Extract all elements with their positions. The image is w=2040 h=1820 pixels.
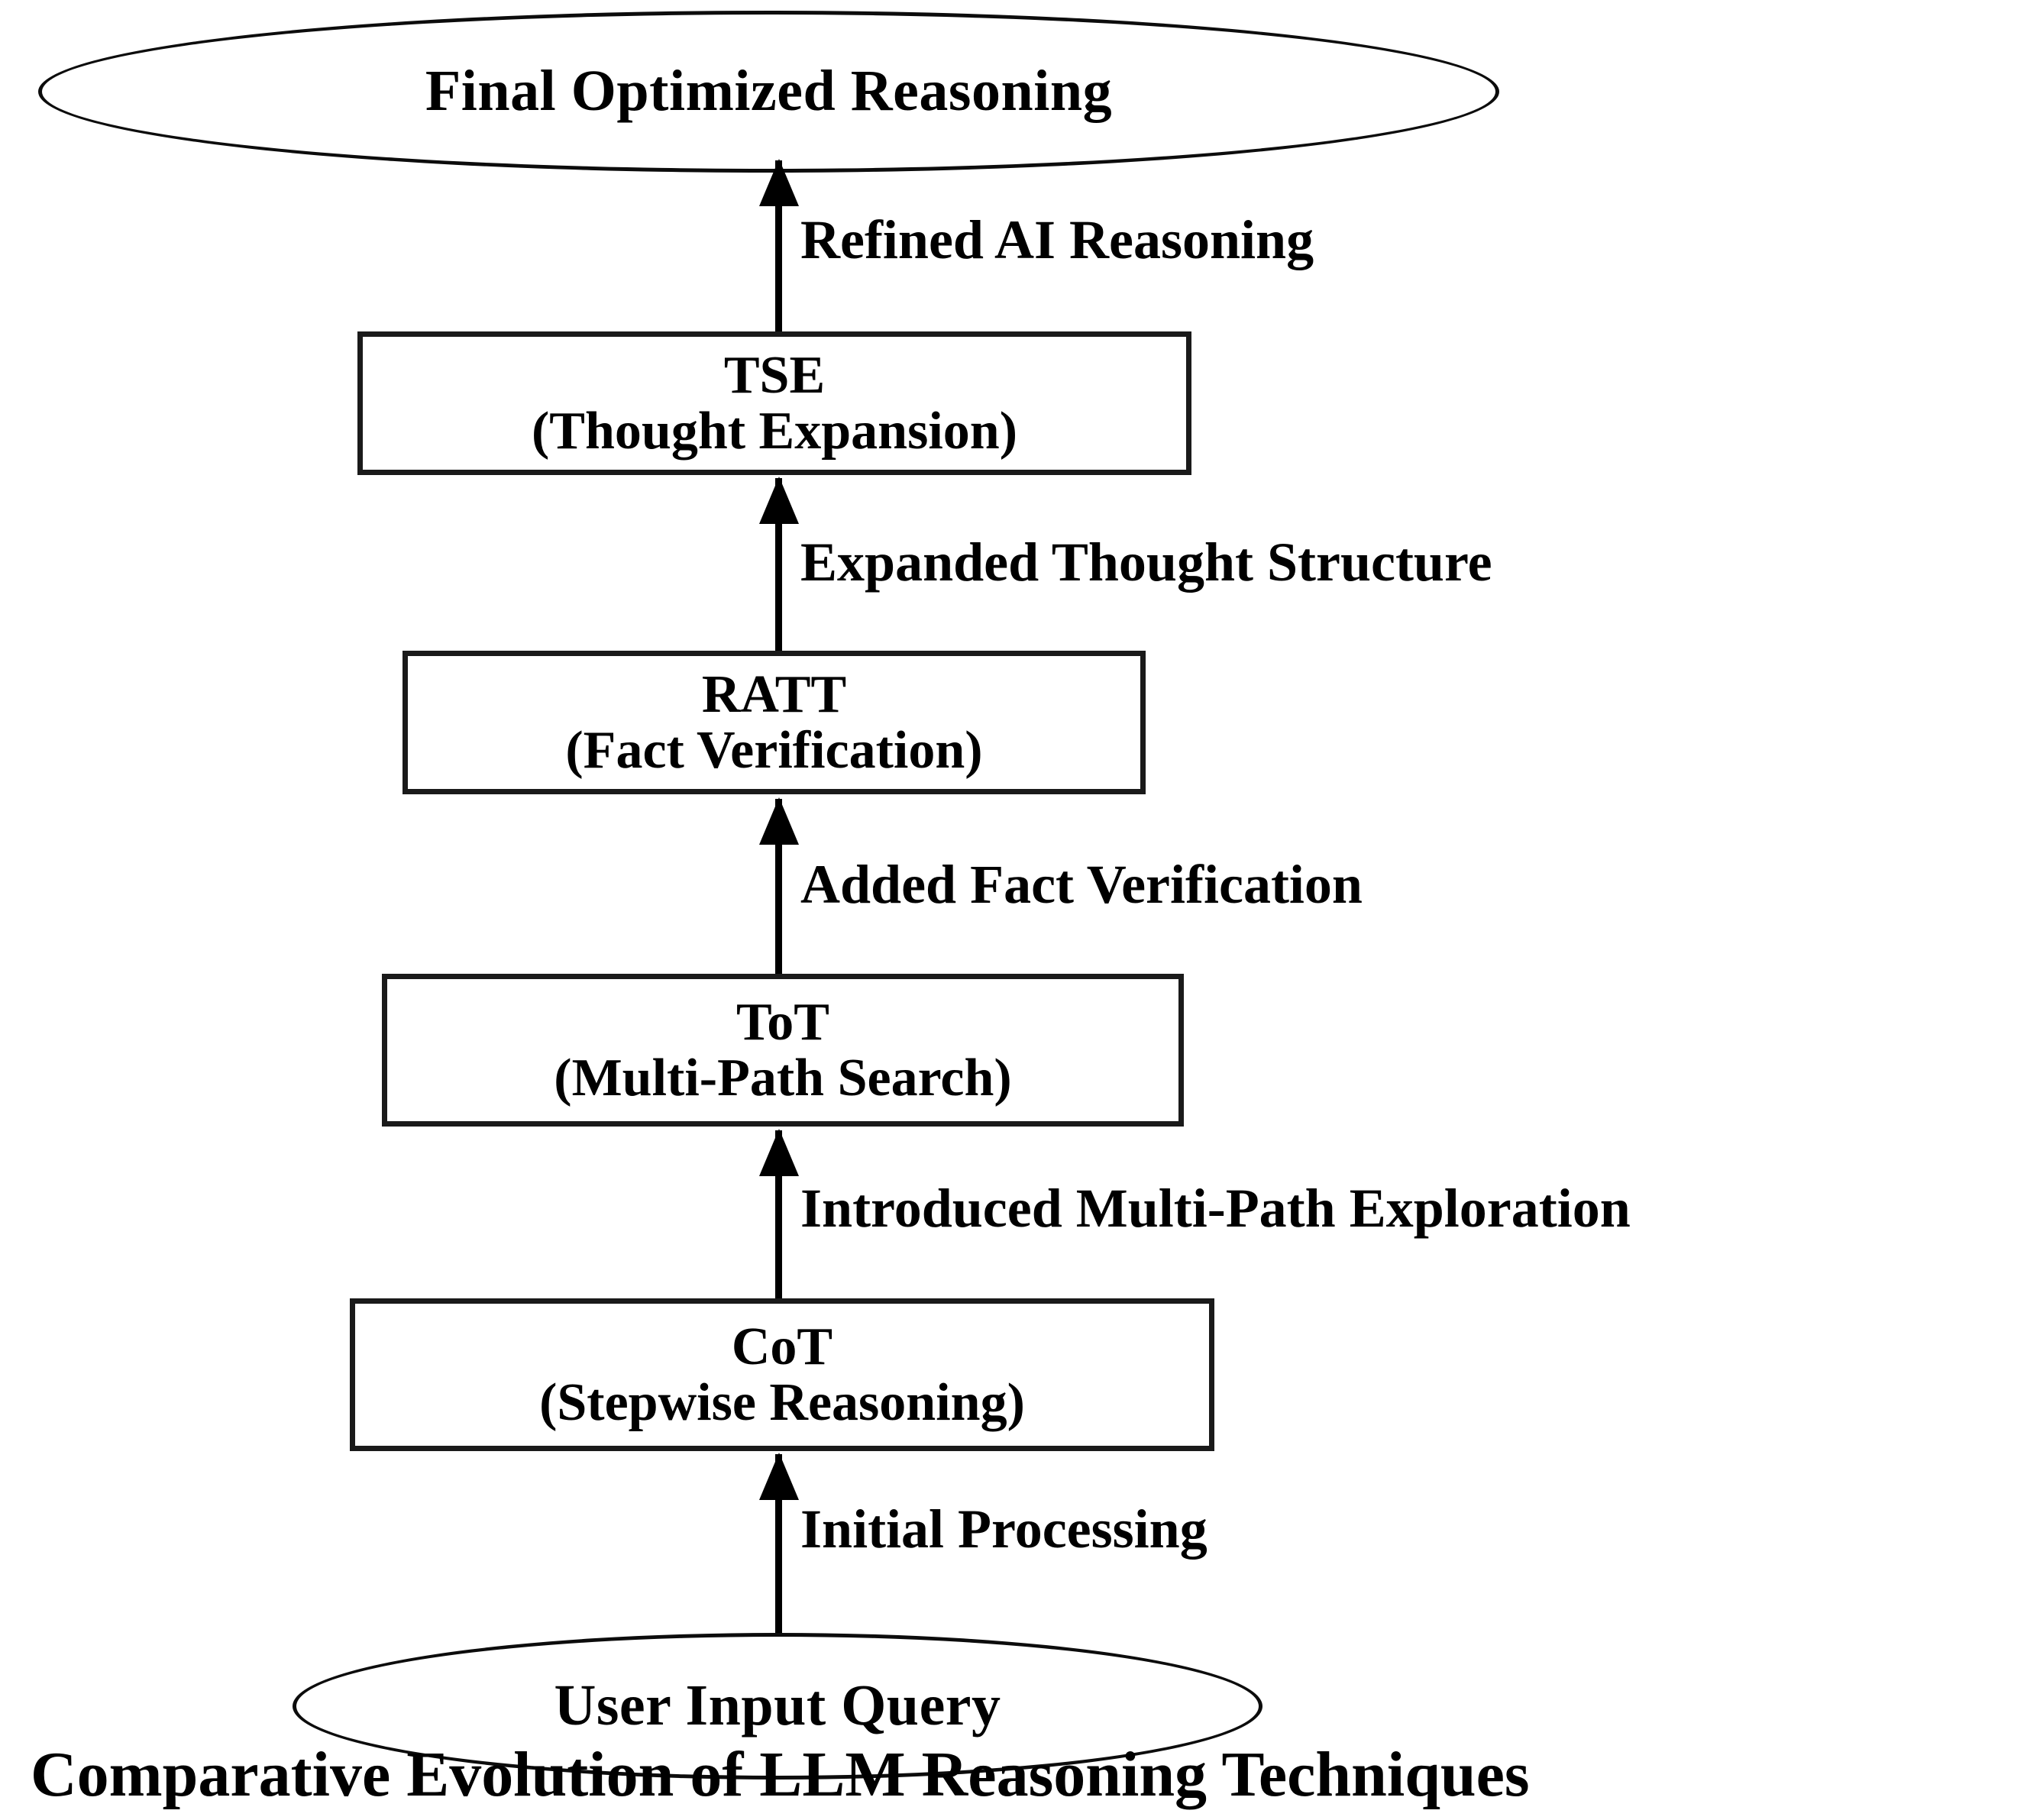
- arrowhead-up-icon: [759, 1129, 799, 1176]
- node-user-input-query[interactable]: User Input Query: [293, 1633, 1262, 1780]
- node-cot-title: CoT: [731, 1317, 833, 1376]
- node-tse-title: TSE: [723, 345, 826, 405]
- arrowhead-up-icon: [759, 159, 799, 206]
- edge-label-refined-ai-reasoning: Refined AI Reasoning: [800, 209, 1314, 270]
- node-cot-subtitle: (Stepwise Reasoning): [539, 1373, 1025, 1432]
- edge-label-added-fact-verification: Added Fact Verification: [800, 854, 1363, 915]
- node-user-input-query-label: User Input Query: [554, 1673, 1001, 1738]
- node-cot[interactable]: CoT (Stepwise Reasoning): [350, 1298, 1214, 1451]
- node-tse-subtitle: (Thought Expansion): [531, 402, 1018, 461]
- node-tot[interactable]: ToT (Multi-Path Search): [382, 974, 1184, 1127]
- node-final-optimized-reasoning[interactable]: Final Optimized Reasoning: [38, 11, 1499, 173]
- edge-label-expanded-thought-structure: Expanded Thought Structure: [800, 532, 1492, 593]
- connector-shaft: [775, 1130, 782, 1300]
- node-tot-title: ToT: [736, 992, 829, 1052]
- node-ratt[interactable]: RATT (Fact Verification): [403, 651, 1146, 794]
- figure-caption: Comparative Evolution of LLM Reasoning T…: [31, 1739, 1530, 1810]
- node-ratt-title: RATT: [701, 664, 847, 724]
- connector-shaft: [775, 160, 782, 331]
- arrowhead-up-icon: [759, 797, 799, 845]
- node-tot-subtitle: (Multi-Path Search): [554, 1049, 1012, 1107]
- arrowhead-up-icon: [759, 477, 799, 524]
- edge-label-initial-processing: Initial Processing: [800, 1498, 1208, 1560]
- edge-label-introduced-multi-path-exploration: Introduced Multi-Path Exploration: [800, 1178, 1631, 1239]
- node-tse[interactable]: TSE (Thought Expansion): [357, 331, 1191, 475]
- arrowhead-up-icon: [759, 1453, 799, 1500]
- connector-shaft: [775, 1454, 782, 1637]
- node-final-optimized-reasoning-label: Final Optimized Reasoning: [425, 59, 1113, 124]
- connector-shaft: [775, 478, 782, 652]
- node-ratt-subtitle: (Fact Verification): [565, 721, 983, 780]
- connector-shaft: [775, 799, 782, 976]
